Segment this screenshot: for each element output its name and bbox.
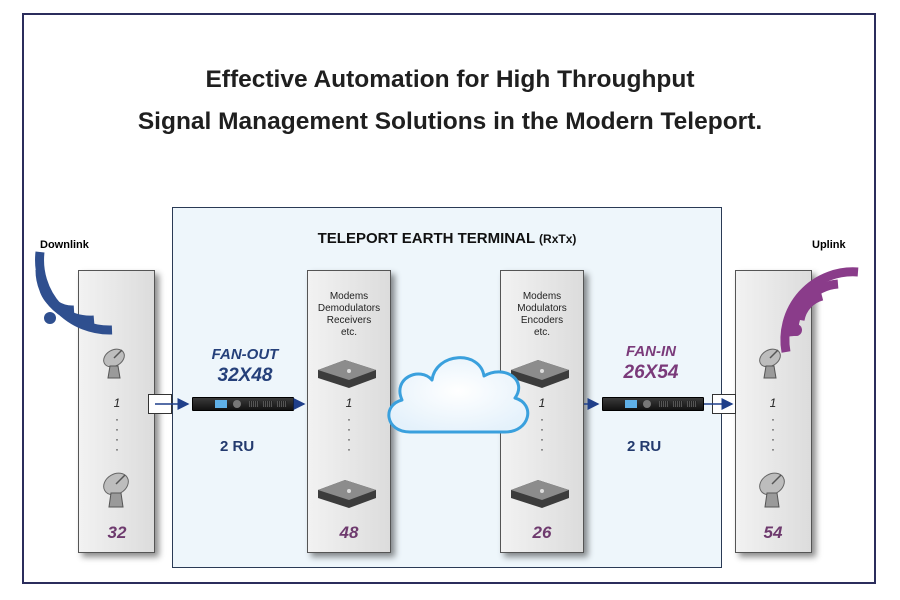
uplink-count: 54	[763, 523, 783, 542]
transmitters-ellipsis: ····	[540, 412, 544, 456]
receivers-ellipsis: ····	[347, 412, 351, 456]
title-line-1: Effective Automation for High Throughput	[205, 66, 695, 93]
fan-in-size: 26X54	[623, 362, 679, 383]
terminal-title-sub: (RxTx)	[539, 232, 577, 246]
uplink-label: Uplink	[812, 239, 846, 251]
fan-out-size: 32X48	[217, 365, 273, 386]
satellite-dish-icon	[103, 472, 129, 508]
cloud-icon	[387, 356, 530, 434]
fan-in-ru: 2 RU	[627, 438, 662, 455]
satellite-dish-icon	[103, 348, 125, 379]
uplink-wifi-icon	[780, 267, 859, 353]
downlink-label: Downlink	[40, 239, 89, 251]
title-line-2: Signal Management Solutions in the Moder…	[137, 108, 763, 135]
receivers-label-line: Receivers	[326, 315, 372, 326]
uplink-ellipsis: ····	[771, 412, 775, 456]
receivers-label-line: Modems	[329, 291, 369, 302]
receivers-first-index: 1	[345, 396, 353, 410]
fan-out-label: FAN-OUT 32X48	[190, 344, 300, 386]
receivers-count: 48	[339, 523, 359, 542]
transmitters-count: 26	[532, 523, 552, 542]
uplink-first-index: 1	[769, 396, 777, 410]
receivers-label: Modems Demodulators Receivers etc.	[307, 291, 391, 339]
transmitters-label-line: Encoders	[520, 315, 564, 326]
downlink-ellipsis: ····	[115, 412, 119, 456]
modem-icon	[511, 480, 569, 508]
terminal-title-text: TELEPORT EARTH TERMINAL	[317, 230, 535, 247]
satellite-dish-icon	[759, 472, 785, 508]
downlink-first-index: 1	[113, 396, 121, 410]
fan-out-rack-unit-icon	[192, 397, 294, 411]
modem-icon	[318, 360, 376, 388]
modem-icon	[511, 360, 569, 388]
downlink-wifi-dot-icon	[44, 312, 56, 324]
uplink-wifi-dot-icon	[790, 324, 802, 336]
modem-icon	[318, 480, 376, 508]
fan-in-rack-unit-icon	[602, 397, 704, 411]
downlink-count: 32	[107, 523, 127, 542]
terminal-title: TELEPORT EARTH TERMINAL (RxTx)	[172, 230, 722, 247]
fan-in-title: FAN-IN	[626, 343, 676, 360]
transmitters-label-line: Modulators	[517, 303, 567, 314]
transmitters-label-line: Modems	[522, 291, 562, 302]
satellite-dish-icon	[759, 348, 781, 379]
transmitters-label-line: etc.	[533, 327, 551, 338]
fan-in-label: FAN-IN 26X54	[596, 341, 706, 383]
receivers-label-line: Demodulators	[317, 303, 381, 314]
fan-out-ru: 2 RU	[220, 438, 255, 455]
downlink-wifi-icon	[35, 251, 113, 335]
transmitters-first-index: 1	[538, 396, 546, 410]
transmitters-label: Modems Modulators Encoders etc.	[500, 291, 584, 339]
fan-out-title: FAN-OUT	[211, 346, 279, 363]
receivers-label-line: etc.	[340, 327, 358, 338]
